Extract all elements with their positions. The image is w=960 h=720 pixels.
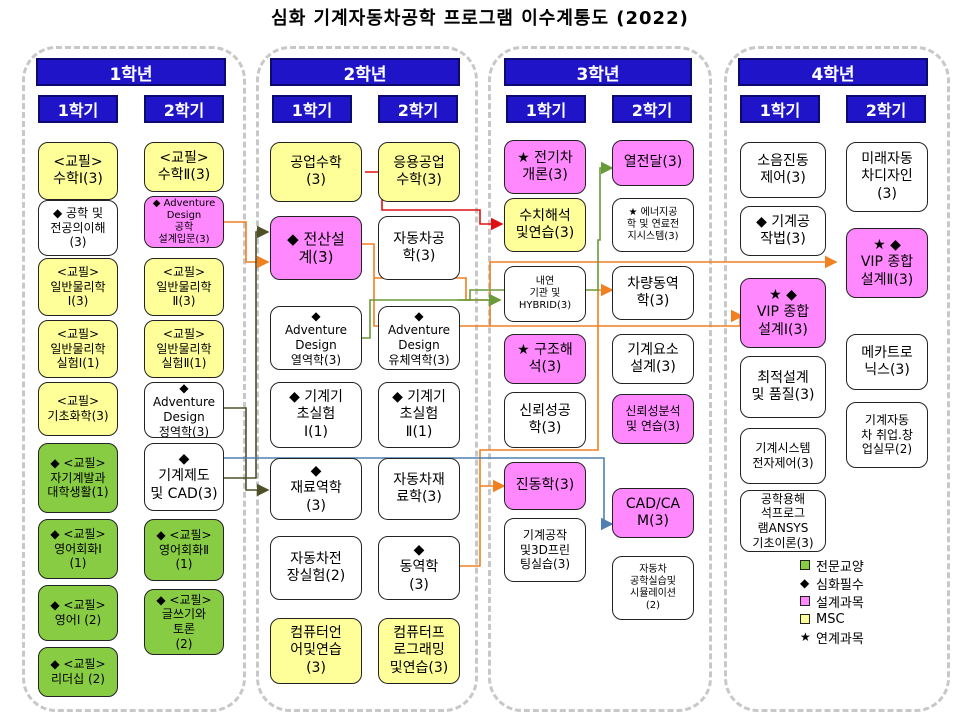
course-physics2: <교필> 일반물리학 Ⅱ(3) — [144, 258, 224, 316]
course-physics-lab2: <교필> 일반물리학 실험Ⅱ(1) — [144, 320, 224, 378]
course-vibration: 진동학(3) — [504, 462, 586, 510]
course-design-intro: ◆ Adventure Design 공학 설계입문(3) — [144, 196, 224, 248]
legend-advanced-required: ◆ 심화필수 — [800, 574, 864, 593]
y2-sem1-header: 1학기 — [272, 95, 352, 123]
course-auto-electrical-lab: 자동차전 장실험(2) — [270, 536, 362, 600]
year3-panel — [488, 46, 712, 712]
course-engineering-math: 공업수학 (3) — [270, 142, 362, 202]
course-automotive-eng: 자동차공 학(3) — [378, 216, 460, 280]
legend-label: 전문교양 — [816, 559, 864, 575]
course-math2: <교필> 수학Ⅱ(3) — [144, 142, 224, 192]
y4-sem2-header: 2학기 — [846, 95, 926, 123]
legend-label: 설계과목 — [816, 595, 864, 611]
course-statics: ◆ Adventure Design 정역학(3) — [144, 382, 224, 438]
legend-liberal: 전문교양 — [800, 556, 864, 575]
swatch-pink — [800, 596, 810, 606]
course-energy-fuelcell: ★ 에너지공 학 및 연료전 지시스템(3) — [612, 198, 694, 252]
course-fluid-mechanics: ◆ Adventure Design 유체역학(3) — [378, 306, 460, 370]
year1-header: 1학년 — [36, 58, 226, 86]
year4-panel — [724, 46, 950, 712]
year3-header: 3학년 — [504, 58, 692, 86]
course-future-vehicle-design: 미래자동 차디자인 (3) — [846, 142, 928, 212]
year1-panel — [22, 46, 246, 712]
course-heat-transfer: 열전달(3) — [612, 140, 694, 186]
y4-sem1-header: 1학기 — [740, 95, 820, 123]
course-cad-cam: CAD/CA M(3) — [612, 488, 694, 538]
course-manufacturing-3d: 기계공작 및3D프린 팅실습(3) — [504, 518, 586, 582]
arrow-drafting-to-cad-design — [222, 225, 270, 479]
course-reliability-eng: 신뢰성공 학(3) — [504, 392, 586, 448]
legend-msc: MSC — [800, 610, 864, 628]
course-self-development: ◆ <교필> 자기계발과 대학생활(1) — [38, 443, 118, 513]
y2-sem2-header: 2학기 — [378, 95, 458, 123]
legend-linked: ★ 연계과목 — [800, 628, 864, 647]
course-programming: 컴퓨터프 로그래밍 및연습(3) — [378, 618, 460, 684]
legend-label: 연계과목 — [816, 631, 864, 647]
course-optimal-design: 최적설계 및 품질(3) — [740, 356, 826, 418]
course-vehicle-dynamics: 차량동역 학(3) — [612, 266, 694, 320]
star-icon: ★ — [800, 630, 811, 644]
course-reliability-analysis: 신뢰성분석 및 연습(3) — [612, 394, 694, 444]
course-writing-debate: ◆ <교필> 글쓰기와 토론 (2) — [144, 589, 224, 655]
y1-sem1-header: 1학기 — [38, 95, 118, 123]
course-vip-design2: ★ ◆ VIP 종합 설계Ⅱ(3) — [846, 228, 928, 298]
course-physics1: <교필> 일반물리학 Ⅰ(3) — [38, 258, 118, 316]
y3-sem1-header: 1학기 — [506, 95, 586, 123]
course-math1: <교필> 수학Ⅰ(3) — [38, 142, 118, 200]
course-career-startup: 기계자동 차 취업.창 업실무(2) — [846, 402, 928, 468]
legend-label: MSC — [816, 611, 845, 627]
course-computer-language: 컴퓨터언 어및연습 (3) — [270, 618, 362, 684]
course-machine-design: 기계요소 설계(3) — [612, 334, 694, 384]
arrow-statics-to-materials — [222, 407, 270, 497]
course-mechatronics: 메카트로 닉스(3) — [846, 334, 928, 390]
course-ev-intro: ★ 전기차 개론(3) — [504, 140, 586, 194]
course-english-conv2: ◆ <교필> 영어회화Ⅱ (1) — [144, 519, 224, 581]
course-mech-lab2: ◆ 기계기 초실험 Ⅱ(1) — [378, 382, 460, 448]
course-physics-lab1: <교필> 일반물리학 실험Ⅰ(1) — [38, 320, 118, 378]
diagram-title: 심화 기계자동차공학 프로그램 이수계통도 (2022) — [271, 8, 689, 29]
course-numerical-analysis: 수치해석 및연습(3) — [504, 198, 586, 252]
arrow-dynamics-to-vibration — [458, 479, 506, 567]
course-dynamics: ◆ 동역학 (3) — [378, 536, 460, 600]
course-noise-vibration: 소음진동 제어(3) — [740, 142, 826, 198]
year2-header: 2학년 — [270, 58, 460, 86]
course-manufacturing-methods: ◆ 기계공 작법(3) — [740, 206, 826, 256]
course-vip-design1: ★ ◆ VIP 종합 설계Ⅰ(3) — [740, 278, 826, 348]
swatch-yellow — [800, 614, 810, 624]
course-thermodynamics: ◆ Adventure Design 열역학(3) — [270, 306, 362, 370]
course-chemistry: <교필> 기초화학(3) — [38, 382, 118, 436]
legend-label: 심화필수 — [816, 577, 864, 593]
course-engineering-intro: ◆ 공학 및 전공의이해 (3) — [38, 200, 118, 256]
course-mech-lab1: ◆ 기계기 초실험 Ⅰ(1) — [270, 382, 362, 448]
year4-header: 4학년 — [738, 58, 928, 86]
course-mech-electronic-control: 기계시스템 전자제어(3) — [740, 428, 826, 484]
course-auto-materials: 자동차재 료학(3) — [378, 458, 460, 520]
course-auto-practice-sim: 자동차 공학실습및 시뮬레이션 (2) — [612, 556, 694, 620]
year2-panel — [256, 46, 478, 712]
course-ansys: 공학용해 석프로그 램ANSYS 기초이론(3) — [740, 490, 826, 552]
course-leadership: ◆ <교필> 리더십 (2) — [38, 647, 118, 697]
arrow-dynamics-to-vehicle-dynamics — [479, 283, 614, 486]
course-english1: ◆ <교필> 영어Ⅰ (2) — [38, 585, 118, 641]
diamond-icon: ◆ — [800, 576, 810, 590]
y3-sem2-header: 2학기 — [612, 95, 692, 123]
arrow-design-intro-to-cad-design — [222, 221, 270, 269]
course-structural-analysis: ★ 구조해 석(3) — [504, 334, 586, 384]
y1-sem2-header: 2학기 — [144, 95, 224, 123]
swatch-green — [800, 560, 810, 570]
course-ice-hybrid: 내연 기관 및 HYBRID(3) — [504, 266, 586, 322]
course-drafting-cad: ◆ 기계제도 및 CAD(3) — [144, 443, 224, 511]
course-applied-eng-math: 응용공업 수학(3) — [378, 142, 460, 202]
course-materials-mechanics: ◆ 재료역학 (3) — [270, 458, 362, 520]
legend: 전문교양 ◆ 심화필수 설계과목 MSC ★ 연계과목 — [800, 556, 864, 647]
course-computer-design: ◆ 전산설 계(3) — [270, 216, 362, 280]
course-english-conv1: ◆ <교필> 영어회화Ⅰ (1) — [38, 519, 118, 579]
arrow-cad-design-to-hybrid — [374, 277, 502, 307]
legend-design: 설계과목 — [800, 592, 864, 611]
